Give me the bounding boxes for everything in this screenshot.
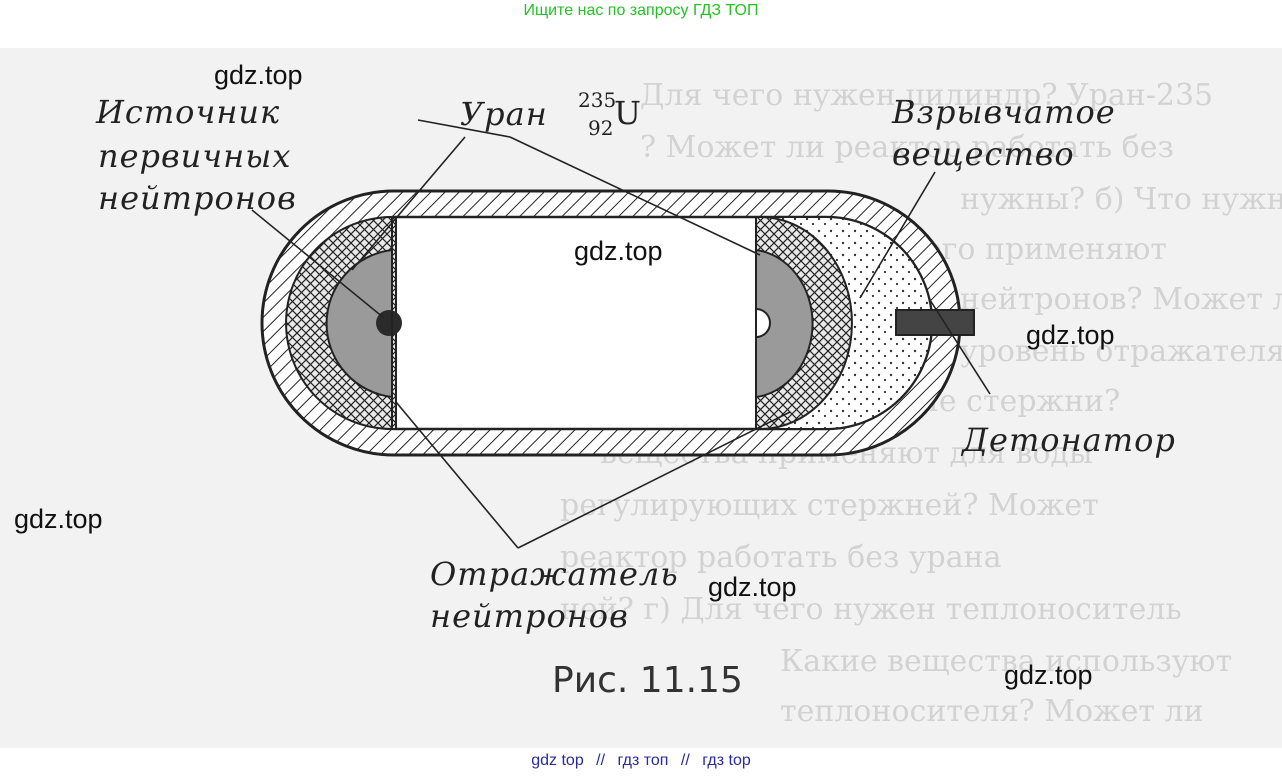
bg-text-line: ней? г) Для чего нужен теплоноситель bbox=[560, 592, 1182, 627]
watermark: gdz.top bbox=[14, 504, 103, 534]
watermark: gdz.top bbox=[1026, 320, 1115, 350]
left-uranium bbox=[325, 248, 393, 399]
label-explosive-1: Взрывчатое bbox=[892, 93, 1116, 131]
bg-text-line: нейтронов? Может ли что-либо bbox=[960, 282, 1282, 317]
bg-text-line: нужны? б) Что нужно сделать bbox=[960, 182, 1282, 217]
top-banner: Ищите нас по запросу ГДЗ ТОП bbox=[523, 2, 759, 19]
watermark: gdz.top bbox=[1004, 660, 1093, 690]
label-source-1: Источник bbox=[96, 93, 281, 131]
label-source-3: нейтронов bbox=[98, 179, 297, 217]
isotope-mass: 235 bbox=[578, 88, 617, 112]
label-detonator: Детонатор bbox=[962, 421, 1176, 459]
link-gdz-top-mixed[interactable]: гдз top bbox=[702, 752, 751, 769]
isotope-charge: 92 bbox=[588, 116, 614, 140]
bg-text-line: реактор работать без урана bbox=[560, 540, 1002, 575]
watermark: gdz.top bbox=[708, 572, 797, 602]
bg-text-line: теплоносителя? Может ли bbox=[780, 694, 1204, 729]
bottom-links: gdz top // гдз топ // гдз top bbox=[0, 752, 1282, 770]
isotope-symbol: U bbox=[614, 94, 641, 132]
bg-text-line: регулирующих стержней? Может bbox=[560, 488, 1099, 523]
watermark: gdz.top bbox=[574, 236, 663, 266]
uranium-notch bbox=[755, 307, 771, 339]
label-source-2: первичных bbox=[98, 137, 292, 175]
label-reflector-1: Отражатель bbox=[430, 555, 679, 593]
figure-caption: Рис. 11.15 bbox=[552, 660, 743, 701]
bg-text-line: Какие вещества используют bbox=[780, 644, 1233, 679]
label-reflector-2: нейтронов bbox=[430, 597, 629, 635]
link-gdz-top-ru[interactable]: гдз топ bbox=[617, 752, 669, 769]
right-uranium bbox=[755, 248, 814, 399]
leader-lines bbox=[251, 119, 991, 549]
link-gdz-top[interactable]: gdz top bbox=[531, 752, 584, 769]
bg-text-line: уровень отражателя? в) Для чего bbox=[960, 334, 1282, 369]
label-uranium: Уран bbox=[460, 95, 548, 133]
link-separator: // bbox=[596, 752, 606, 769]
watermark: gdz.top bbox=[214, 60, 303, 90]
detonator bbox=[895, 309, 975, 336]
bg-text-line: ? Может ли реактор работать без bbox=[640, 130, 1174, 165]
bg-text-line: Для чего нужен цилиндр? Уран-235 bbox=[640, 78, 1214, 113]
link-separator: // bbox=[680, 752, 690, 769]
label-explosive-2: вещество bbox=[892, 135, 1075, 173]
